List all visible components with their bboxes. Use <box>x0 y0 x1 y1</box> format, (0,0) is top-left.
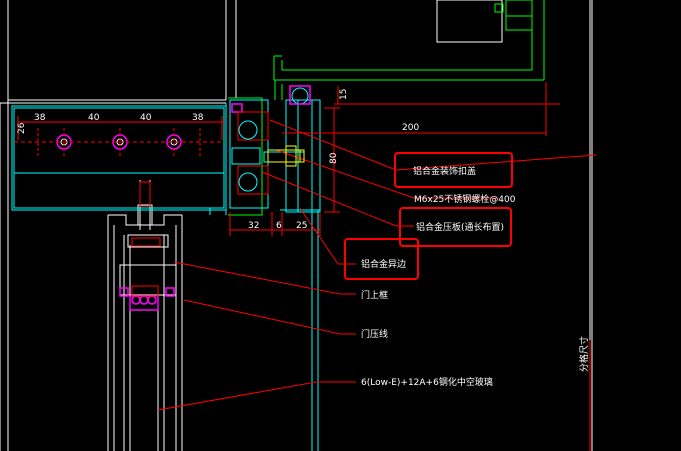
bolt-assembly <box>267 145 305 167</box>
dim-15: 15 <box>339 89 349 100</box>
label-door-stop: 门压线 <box>361 328 388 340</box>
dimension-lines <box>17 82 591 451</box>
label-cover-plate: 铝合金装饰扣盖 <box>413 165 476 177</box>
red-details <box>131 111 269 297</box>
dim-25: 25 <box>296 221 307 231</box>
highlight-box-cover-plate <box>394 152 513 188</box>
highlight-box-fin <box>344 238 419 280</box>
gaskets <box>119 85 311 311</box>
label-bolt: M6x25不锈钢螺栓@400 <box>414 193 516 205</box>
dim-38-right: 38 <box>192 113 204 123</box>
frame-green-lines <box>228 0 545 216</box>
label-door-upper: 门上框 <box>361 289 388 301</box>
label-pressure-plate: 铝合金压板(通长布置) <box>416 221 504 233</box>
cyan-profile <box>11 87 321 451</box>
label-fin: 铝合金异边 <box>361 258 406 270</box>
dim-80: 80 <box>329 152 339 164</box>
dim-200: 200 <box>402 123 419 133</box>
dim-32: 32 <box>248 221 259 231</box>
structure-lines <box>0 0 593 451</box>
dim-26: 26 <box>17 122 27 134</box>
dim-40-b: 40 <box>140 113 152 123</box>
dim-38-left: 38 <box>34 113 46 123</box>
label-glass: 6(Low-E)+12A+6钢化中空玻璃 <box>361 376 493 388</box>
dim-6: 6 <box>276 221 282 231</box>
highlight-box-pressure-plate <box>399 207 512 247</box>
highlight-boxes <box>344 152 513 280</box>
anchor-holes <box>14 128 224 156</box>
label-vertical-right: 分格尺寸 <box>578 336 590 372</box>
dim-40-a: 40 <box>88 113 100 123</box>
